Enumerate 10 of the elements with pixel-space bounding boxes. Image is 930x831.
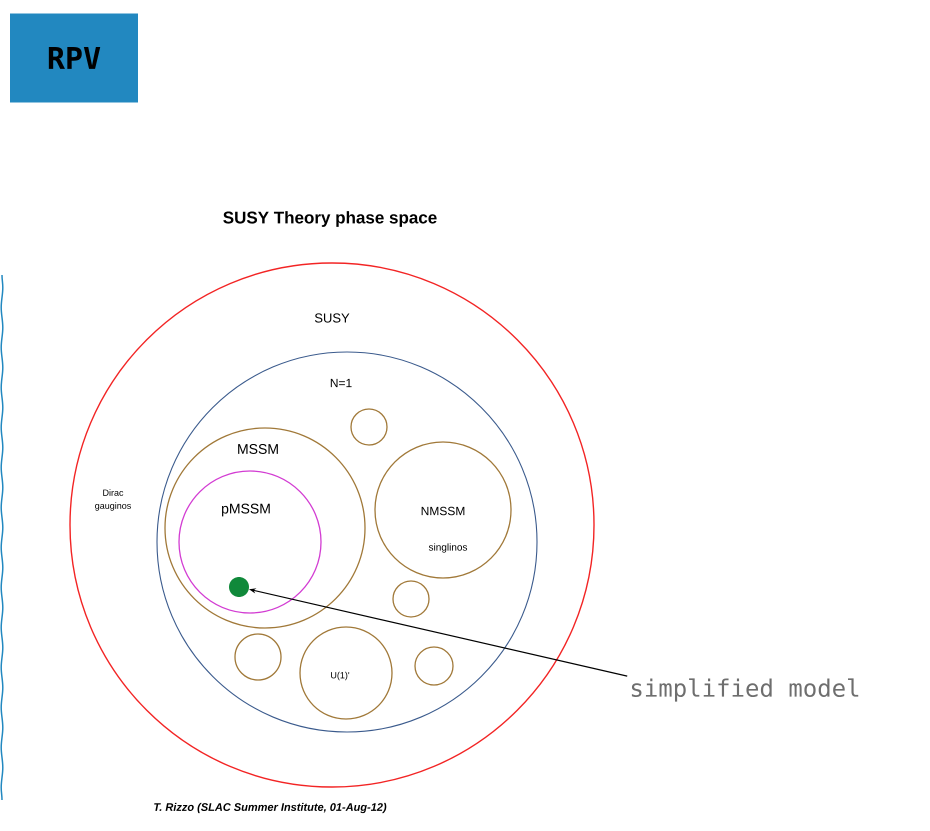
set-label: Dirac gauginos: [95, 489, 131, 511]
set-circle: [392, 580, 430, 618]
point-marker: [229, 577, 249, 597]
title-badge: RPV: [10, 14, 138, 102]
caption: T. Rizzo (SLAC Summer Institute, 01-Aug-12): [154, 802, 386, 814]
title: SUSY Theory phase space: [223, 211, 437, 227]
set-circle: [234, 633, 282, 681]
annotation-text: simplified model: [632, 678, 858, 702]
set-circle: [414, 646, 454, 686]
set-circle: [350, 408, 388, 446]
